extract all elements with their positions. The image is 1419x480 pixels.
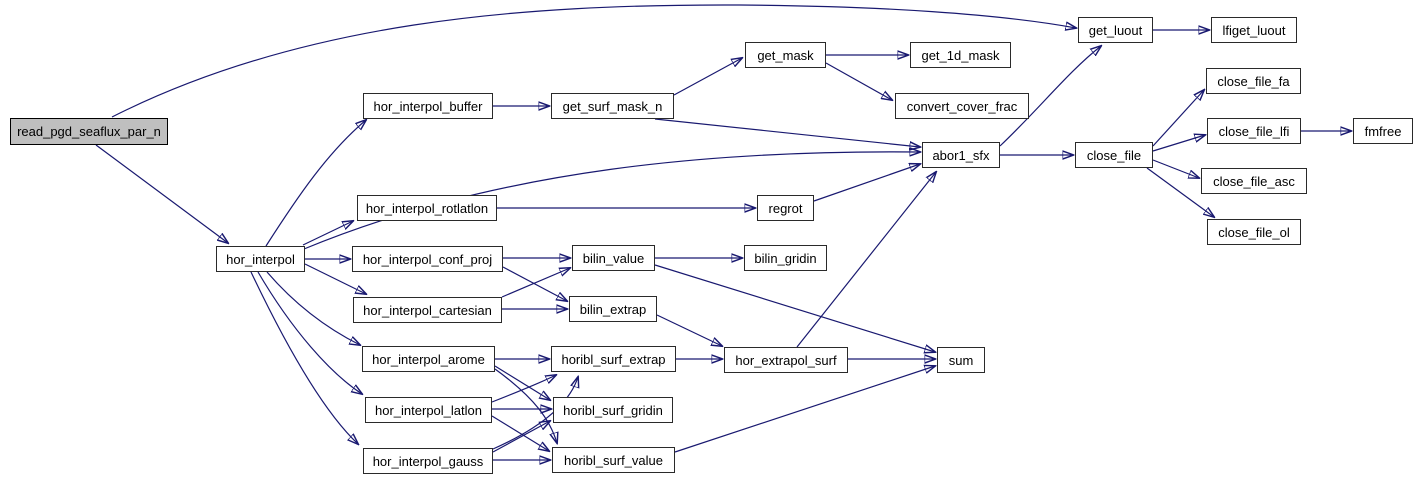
edge-hor_interpol-hor_interpol_buffer (265, 120, 366, 247)
node-get_1d_mask[interactable]: get_1d_mask (910, 42, 1011, 68)
node-bilin_extrap[interactable]: bilin_extrap (569, 296, 657, 322)
node-horibl_surf_extrap[interactable]: horibl_surf_extrap (551, 346, 676, 372)
node-hor_interpol_buffer[interactable]: hor_interpol_buffer (363, 93, 493, 119)
edge-hor_interpol_arome-horibl_surf_value (494, 368, 557, 443)
edge-bilin_value-sum (654, 264, 935, 352)
edge-horibl_surf_value-sum (674, 366, 935, 453)
edge-get_surf_mask_n-abor1_sfx (654, 118, 920, 147)
node-hor_interpol_latlon[interactable]: hor_interpol_latlon (365, 397, 492, 423)
edge-hor_extrapol_surf-abor1_sfx (796, 172, 936, 348)
node-sum[interactable]: sum (937, 347, 985, 373)
node-regrot[interactable]: regrot (757, 195, 814, 221)
node-close_file_ol[interactable]: close_file_ol (1207, 219, 1301, 245)
edge-close_file-close_file_fa (1152, 90, 1204, 147)
node-convert_cover_frac[interactable]: convert_cover_frac (895, 93, 1029, 119)
edge-close_file-close_file_asc (1152, 159, 1199, 178)
edge-close_file-close_file_lfi (1152, 135, 1205, 152)
node-close_file_fa[interactable]: close_file_fa (1206, 68, 1301, 94)
node-read_pgd_seaflux_par_n: read_pgd_seaflux_par_n (10, 118, 168, 145)
edge-regrot-abor1_sfx (813, 164, 920, 202)
edge-read_pgd_seaflux_par_n-get_luout (111, 4, 1076, 118)
node-horibl_surf_value[interactable]: horibl_surf_value (552, 447, 675, 473)
node-hor_interpol_rotlatlon[interactable]: hor_interpol_rotlatlon (357, 195, 497, 221)
node-lfiget_luout[interactable]: lfiget_luout (1211, 17, 1297, 43)
edge-hor_interpol_conf_proj-bilin_extrap (502, 266, 567, 301)
node-horibl_surf_gridin[interactable]: horibl_surf_gridin (553, 397, 673, 423)
edge-bilin_extrap-hor_extrapol_surf (656, 314, 722, 346)
edge-get_mask-convert_cover_frac (825, 62, 892, 100)
node-hor_interpol_arome[interactable]: hor_interpol_arome (362, 346, 495, 372)
node-hor_interpol_cartesian[interactable]: hor_interpol_cartesian (353, 297, 502, 323)
edge-hor_interpol_arome-horibl_surf_gridin (494, 365, 550, 400)
node-abor1_sfx[interactable]: abor1_sfx (922, 142, 1000, 168)
edge-close_file-close_file_ol (1146, 167, 1214, 217)
edge-hor_interpol-hor_interpol_cartesian (304, 263, 366, 294)
node-bilin_value[interactable]: bilin_value (572, 245, 655, 271)
node-fmfree[interactable]: fmfree (1353, 118, 1413, 144)
edge-hor_interpol_cartesian-bilin_value (501, 268, 570, 298)
edge-abor1_sfx-get_luout (999, 46, 1101, 147)
node-hor_extrapol_surf[interactable]: hor_extrapol_surf (724, 347, 848, 373)
edge-hor_interpol-hor_interpol_arome (266, 271, 360, 345)
edge-hor_interpol_latlon-horibl_surf_value (491, 415, 549, 451)
edge-hor_interpol_latlon-horibl_surf_extrap (491, 375, 556, 403)
edge-read_pgd_seaflux_par_n-hor_interpol (95, 144, 228, 243)
node-hor_interpol[interactable]: hor_interpol (216, 246, 305, 272)
node-bilin_gridin[interactable]: bilin_gridin (744, 245, 827, 271)
node-hor_interpol_gauss[interactable]: hor_interpol_gauss (363, 448, 493, 474)
edge-get_surf_mask_n-get_mask (673, 58, 742, 96)
node-close_file_asc[interactable]: close_file_asc (1201, 168, 1307, 194)
edge-hor_interpol-hor_interpol_rotlatlon (302, 221, 353, 246)
node-get_luout[interactable]: get_luout (1078, 17, 1153, 43)
edge-hor_interpol-hor_interpol_gauss (250, 271, 358, 444)
node-close_file_lfi[interactable]: close_file_lfi (1207, 118, 1301, 144)
node-hor_interpol_conf_proj[interactable]: hor_interpol_conf_proj (352, 246, 503, 272)
edge-hor_interpol_gauss-horibl_surf_extrap (492, 377, 578, 450)
edge-hor_interpol-hor_interpol_latlon (257, 271, 362, 394)
edge-hor_interpol_gauss-horibl_surf_gridin (492, 421, 550, 453)
node-get_surf_mask_n[interactable]: get_surf_mask_n (551, 93, 674, 119)
node-close_file[interactable]: close_file (1075, 142, 1153, 168)
node-get_mask[interactable]: get_mask (745, 42, 826, 68)
